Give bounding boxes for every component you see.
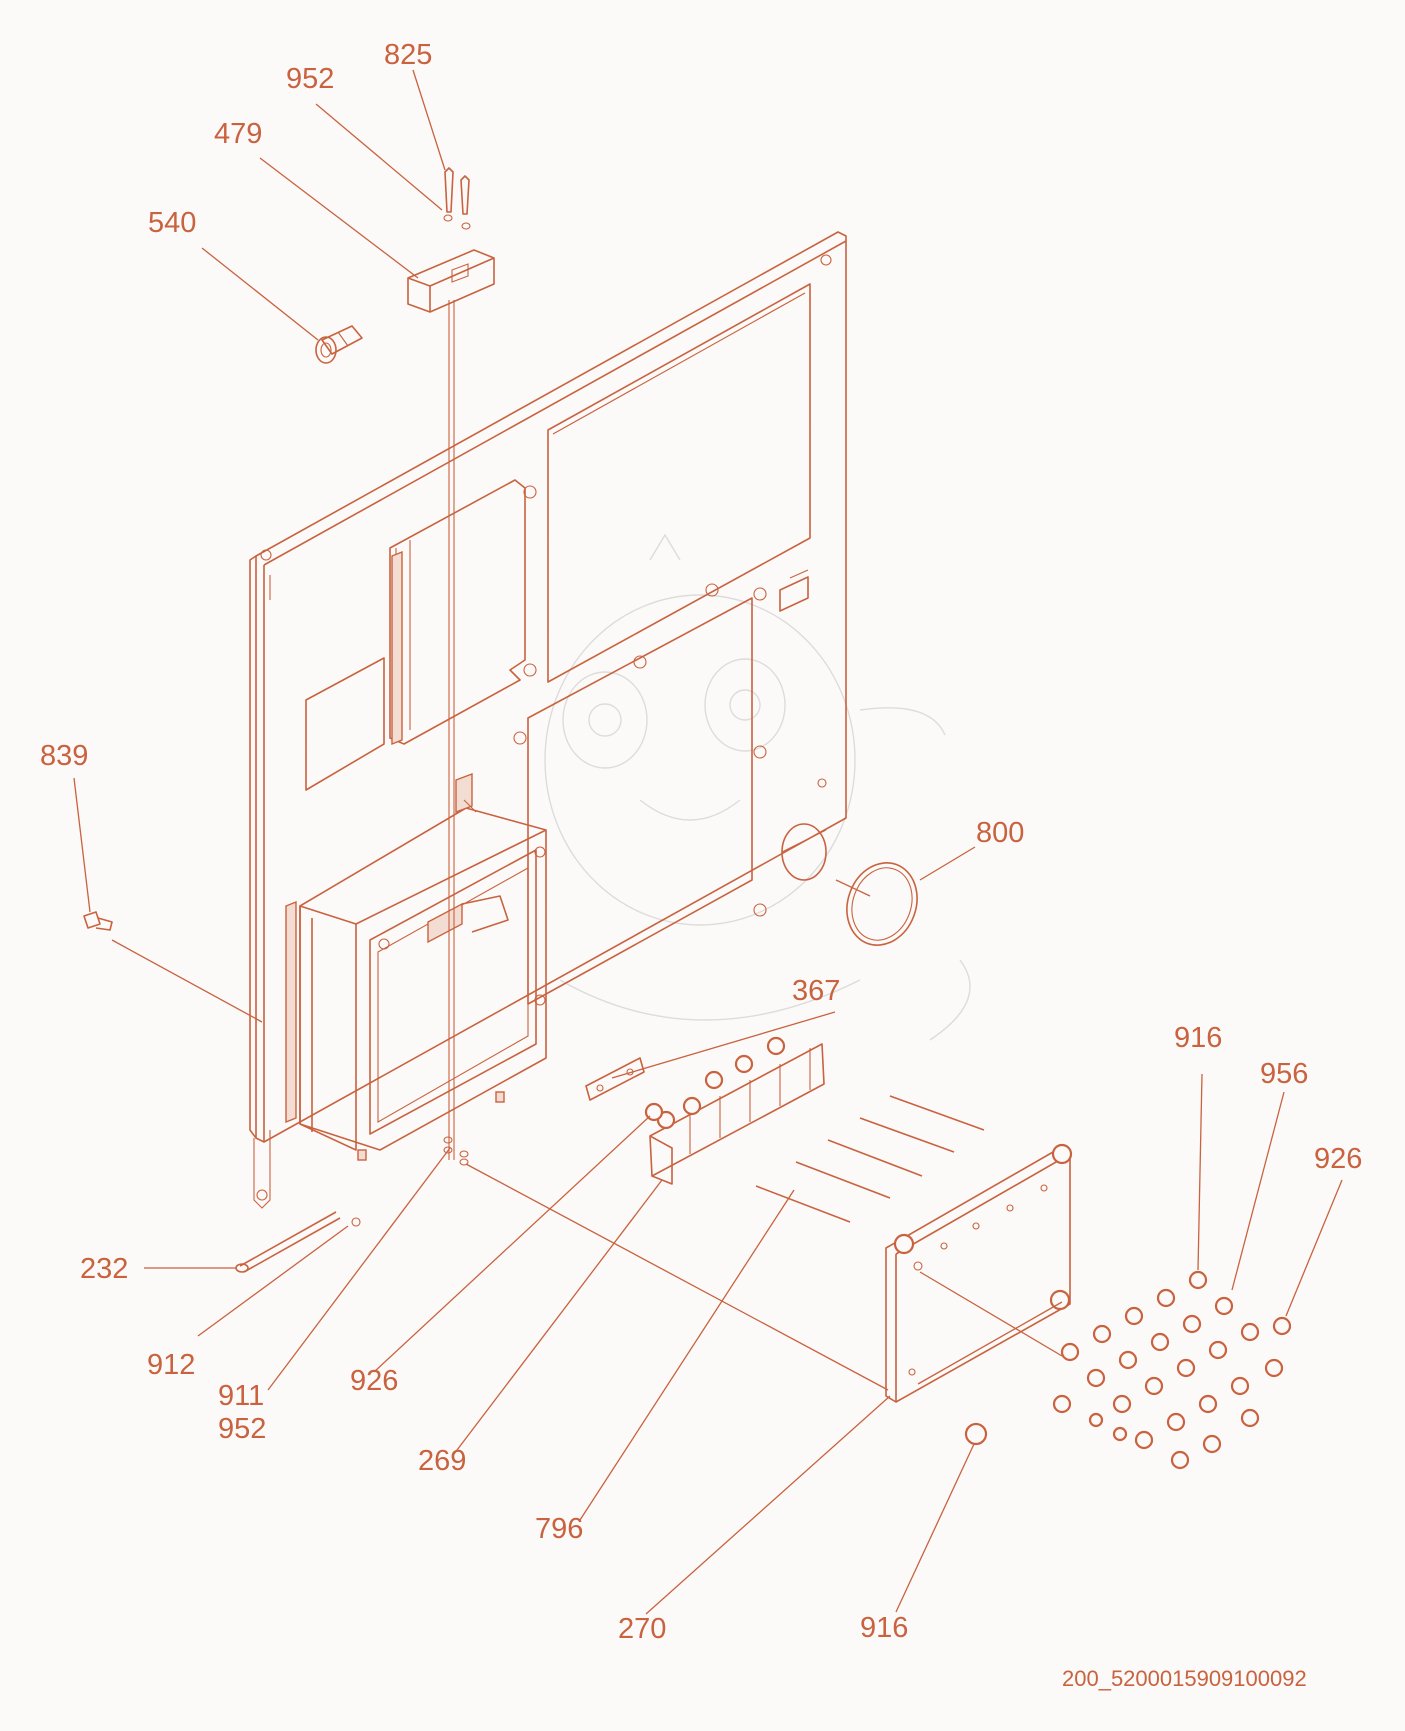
back-panel [249,231,847,1209]
label-232: 232 [80,1253,128,1285]
drawing-code: 200_5200015909100092 [1062,1666,1307,1691]
label-912: 912 [147,1349,195,1381]
label-479: 479 [214,118,262,150]
vertical-rod [448,300,455,1160]
part-367-plate [585,1057,645,1101]
part-540-cable-gland [315,325,363,364]
part-270-plate [885,1143,1073,1403]
part-839-bolt [83,911,113,931]
label-825: 825 [384,39,432,71]
top-screws [443,167,471,230]
label-796: 796 [535,1513,583,1545]
label-269: 269 [418,1445,466,1477]
loose-fasteners [351,1102,1292,1446]
part-479-block [407,249,495,313]
part-800-o-ring [846,862,918,946]
part-labels: 825 952 479 540 839 800 367 916 956 926 … [40,39,1362,1645]
label-952-top: 952 [286,63,334,95]
part-269-terminal-blocks [649,1036,825,1185]
label-270: 270 [618,1613,666,1645]
label-800: 800 [976,817,1024,849]
nut-washer-grid [1052,1270,1284,1470]
label-911: 911 [218,1380,264,1412]
label-926-right: 926 [1314,1143,1362,1175]
label-952-bottom: 952 [218,1413,266,1445]
label-839: 839 [40,740,88,772]
label-956: 956 [1260,1058,1308,1090]
label-367: 367 [792,975,840,1007]
label-916-lower: 916 [860,1612,908,1644]
leader-lines [73,69,1343,1615]
label-926-left: 926 [350,1365,398,1397]
part-232-rod [235,1211,341,1273]
label-916-upper: 916 [1174,1022,1222,1054]
watermark [544,533,971,1041]
junction-box [299,772,547,1161]
part-796-pins [755,1095,985,1223]
label-540: 540 [148,207,196,239]
